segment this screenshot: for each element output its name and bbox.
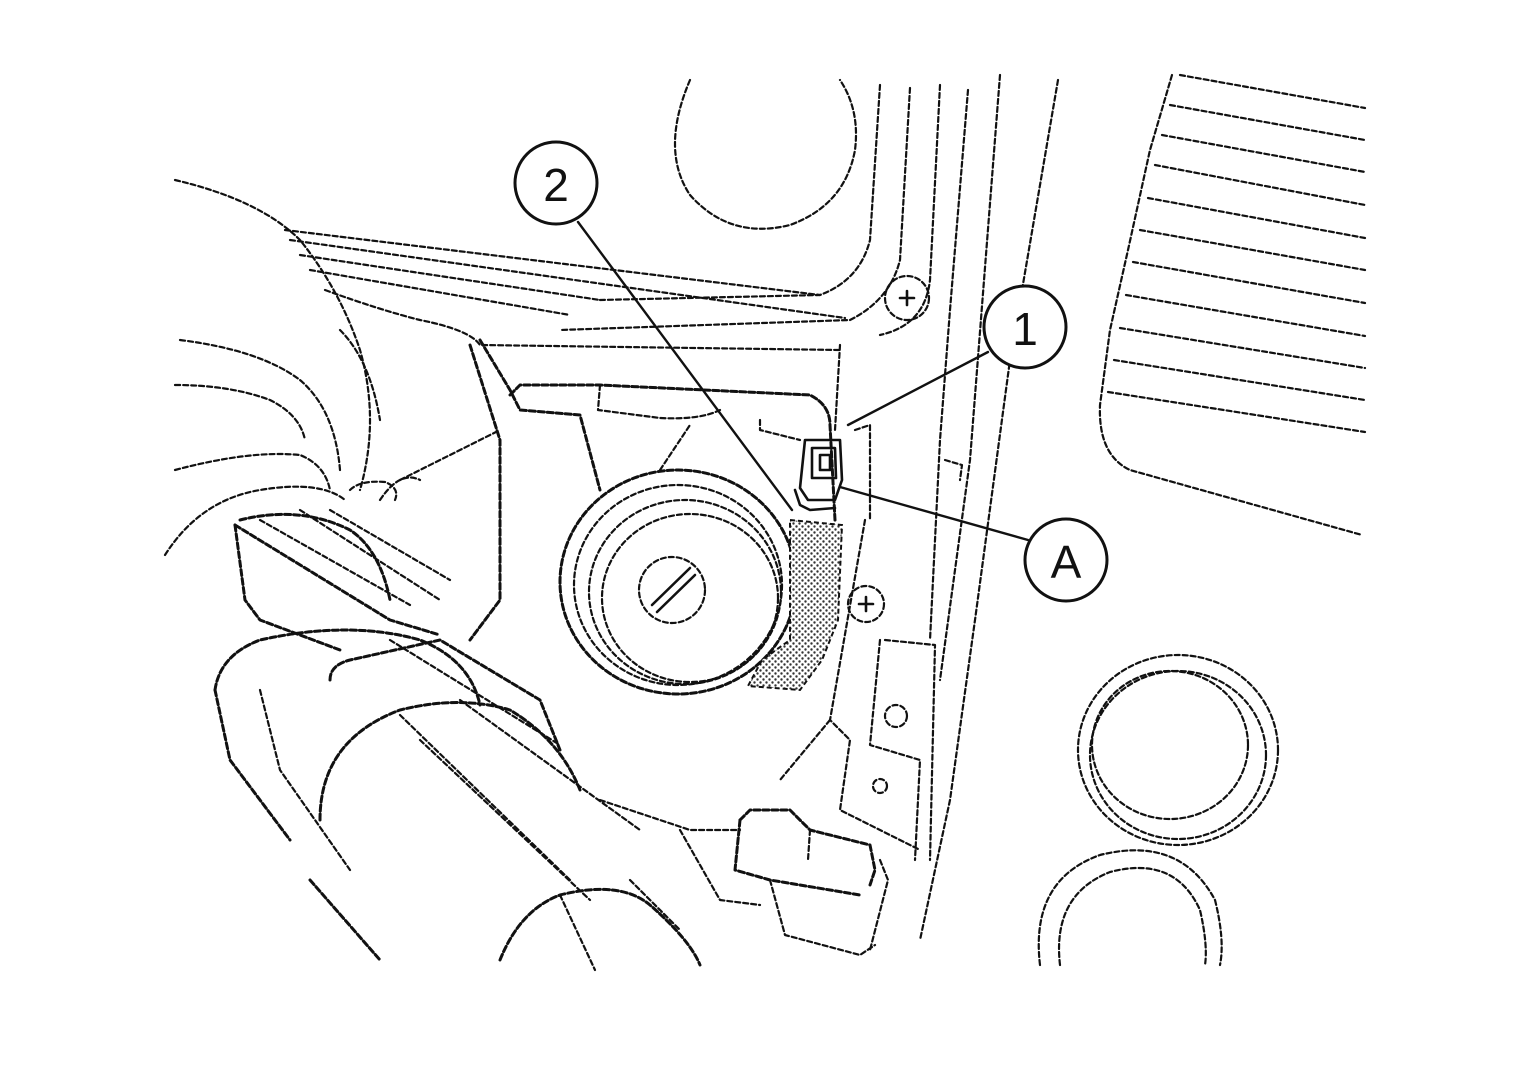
key-cylinder: [558, 468, 798, 696]
callout-a: A: [1023, 517, 1109, 603]
hose-assembly: [213, 508, 762, 972]
shaded-bracket: [746, 518, 844, 692]
switch-connector: [793, 438, 844, 512]
lower-bracket-plate: [778, 518, 937, 862]
callout-1-label: 1: [1012, 303, 1038, 355]
upper-round-cutout: [558, 78, 942, 337]
callout-2-label: 2: [543, 159, 569, 211]
callout-2: 2: [513, 140, 599, 226]
grille-panel: [1098, 73, 1367, 537]
callout-a-label: A: [1051, 536, 1082, 588]
lower-right-rings: [1037, 653, 1280, 967]
dash-panel-lines: [163, 178, 847, 557]
leader-lines: [576, 220, 1030, 542]
connector-block: [733, 808, 890, 957]
mounting-bracket: [378, 338, 872, 642]
callout-1: 1: [982, 284, 1068, 370]
vertical-pillar: [918, 73, 1060, 942]
